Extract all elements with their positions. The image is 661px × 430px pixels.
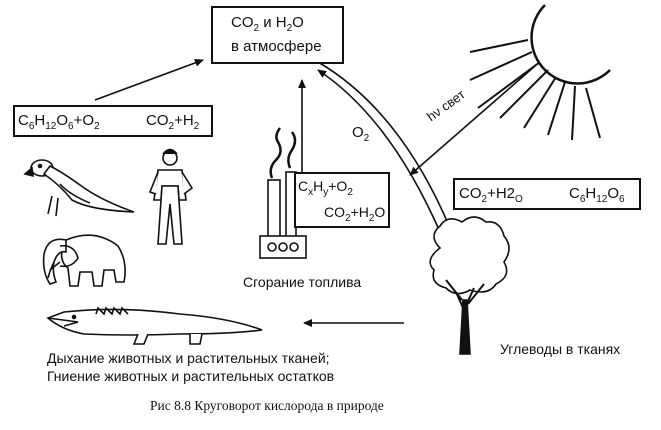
sun-icon xyxy=(469,4,611,141)
tree-icon xyxy=(429,216,510,355)
figure-caption: Рис 8.8 Круговорот кислорода в природе xyxy=(150,398,384,413)
man-icon xyxy=(148,148,194,245)
arrow-respiration-to-atmosphere xyxy=(94,59,204,101)
combustion-equation-box: CxHy+O2 CO2+H2O xyxy=(294,172,390,228)
arrow-tree-to-atmosphere xyxy=(317,69,441,233)
atmosphere-line2: в атмосфере xyxy=(231,38,322,55)
parrot-icon xyxy=(23,159,135,217)
crocodile-icon xyxy=(46,306,263,345)
atmosphere-line1: CO2 и H2O xyxy=(231,14,304,34)
photosynthesis-products: C6H12O6 xyxy=(569,185,625,205)
respiration-reactants: C6H12O6+O2 xyxy=(18,112,100,132)
respiration-products: CO2+H2 xyxy=(146,112,200,132)
combustion-reactants: CxHy+O2 xyxy=(298,178,353,198)
respiration-label-line2: Гниение животных и растительных остатков xyxy=(47,368,335,384)
photosynthesis-equation-box: CO2+H2O C6H12O6 xyxy=(453,178,641,210)
carbohydrates-label: Углеводы в тканях xyxy=(500,341,621,357)
elephant-icon xyxy=(42,234,126,287)
respiration-label-line1: Дыхание животных и растительных тканей; xyxy=(47,350,330,366)
respiration-equation-box: C6H12O6+O2 CO2+H2 xyxy=(13,105,213,137)
combustion-products: CO2+H2O xyxy=(324,204,386,224)
atmosphere-box: CO2 и H2O в атмосфере xyxy=(211,6,344,64)
fuel-combustion-label: Сгорание топлива xyxy=(243,274,362,290)
flow-arrows xyxy=(94,59,557,327)
arrow-atmosphere-to-tree xyxy=(317,61,451,229)
arrow-light-to-tree xyxy=(409,65,536,176)
photosynthesis-reactants: CO2+H2O xyxy=(459,185,523,205)
oxygen-label: O2 xyxy=(352,124,370,144)
